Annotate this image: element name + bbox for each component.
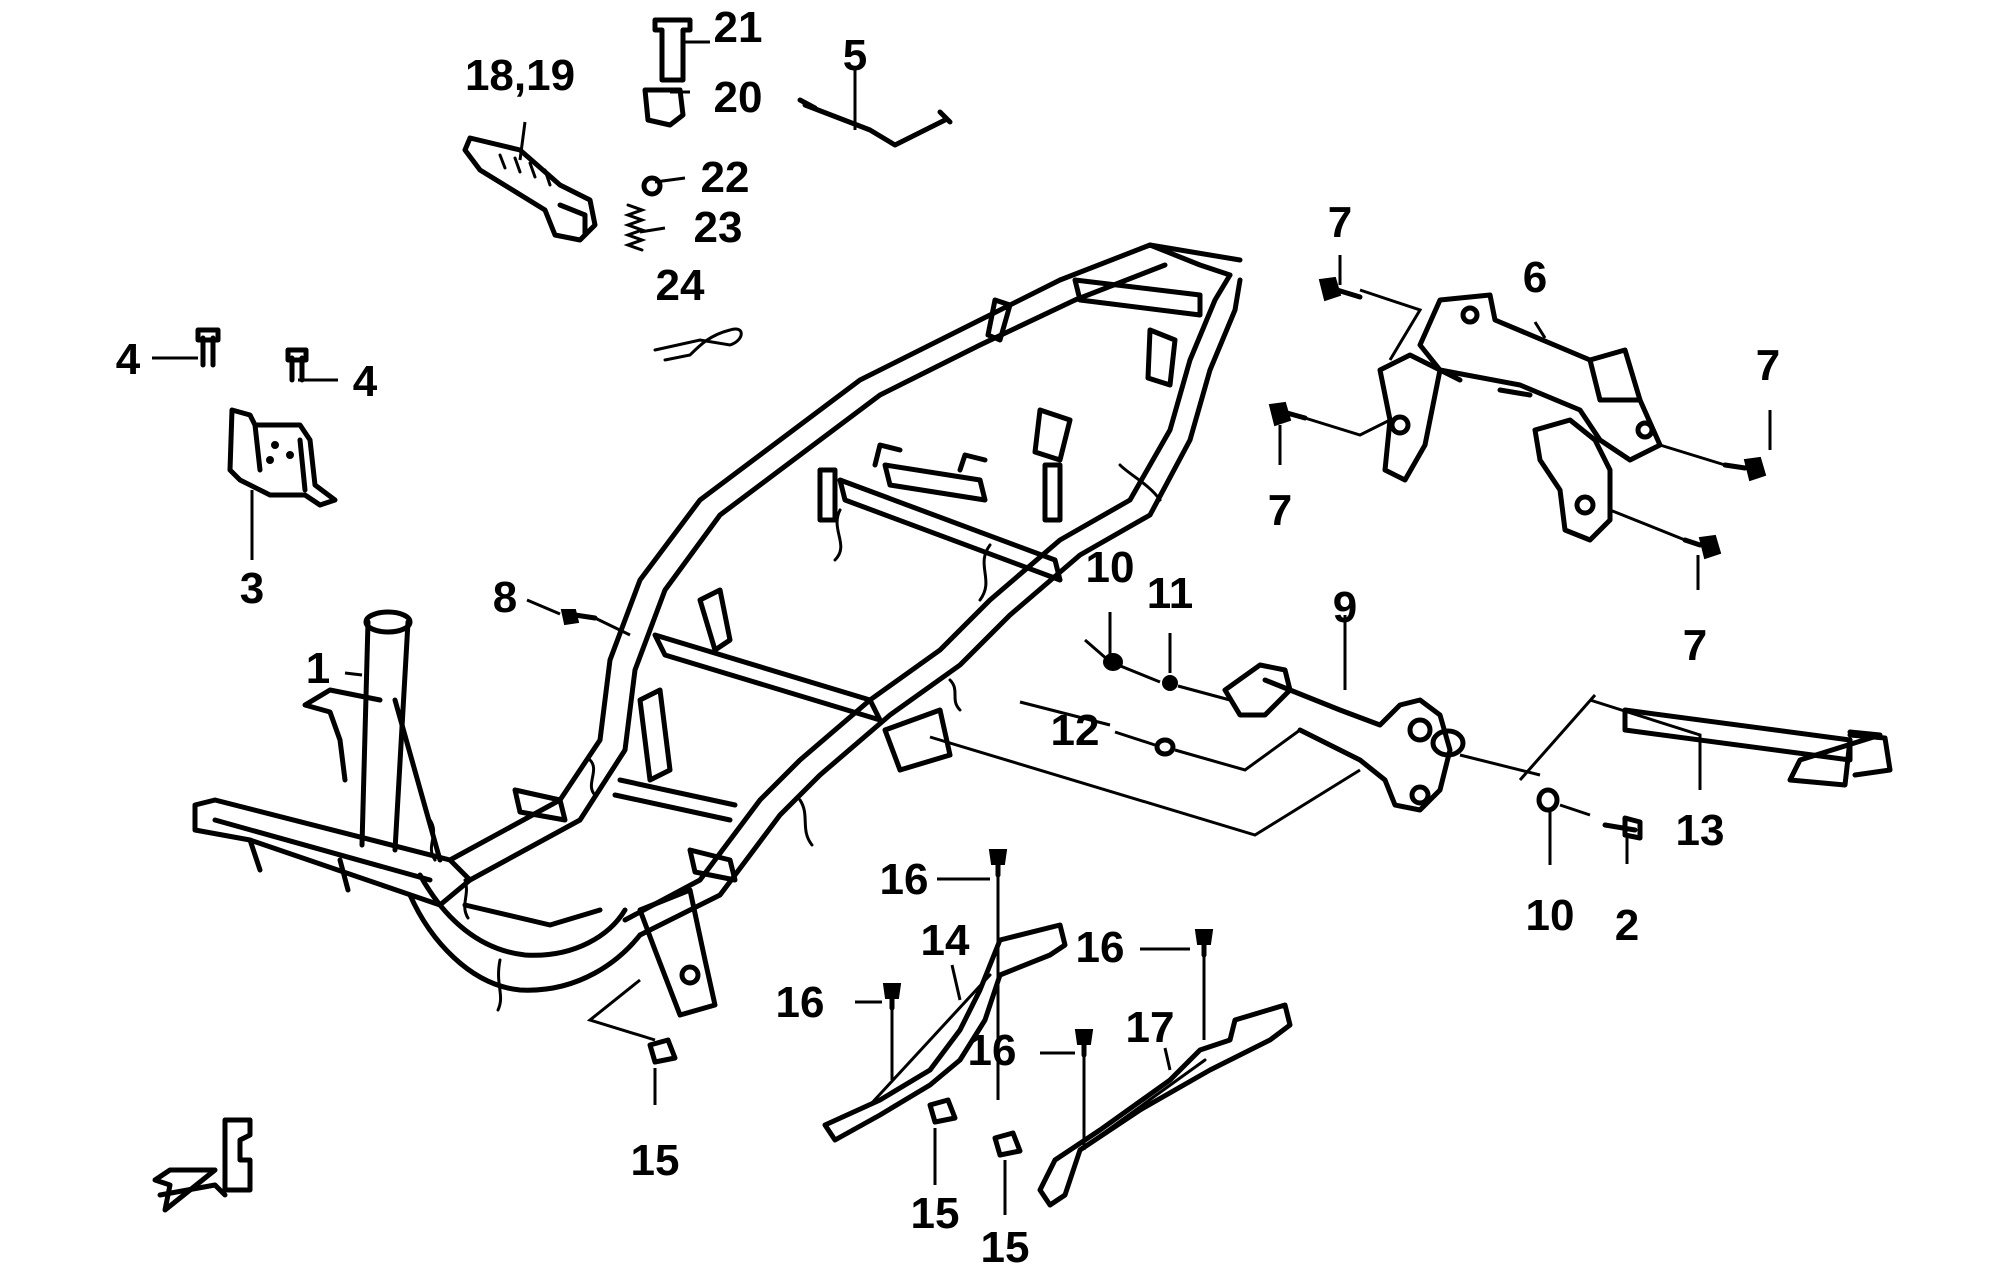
swing-arm-part-9 xyxy=(1222,662,1466,813)
callout-10b: 10 xyxy=(1526,891,1575,940)
leader-lines xyxy=(152,40,1772,1215)
footrest-part-18-19 xyxy=(462,135,598,243)
callout-15b: 15 xyxy=(911,1189,960,1238)
side-rail-part-14 xyxy=(822,922,1068,1143)
callout-23: 23 xyxy=(694,203,743,252)
callout-22: 22 xyxy=(701,153,750,202)
callout-7a: 7 xyxy=(1328,198,1352,247)
small-parts-22-23-24 xyxy=(623,175,743,362)
callout-15a: 15 xyxy=(631,1136,680,1185)
callout-1: 1 xyxy=(306,644,330,693)
callout-11: 11 xyxy=(1147,569,1194,618)
callout-7c: 7 xyxy=(1756,341,1780,390)
callout-16d: 16 xyxy=(968,1026,1017,1075)
engine-hanger-part-6 xyxy=(1377,292,1663,543)
callout-24: 24 xyxy=(656,261,705,310)
callout-17: 17 xyxy=(1126,1003,1175,1052)
bolts-part-7 xyxy=(1268,276,1767,560)
callout-18-19: 18,19 xyxy=(465,51,575,100)
fasteners-16-15 xyxy=(647,849,1214,1158)
bracket-part-3 xyxy=(195,327,338,508)
callout-20: 20 xyxy=(714,73,763,122)
callout-21: 21 xyxy=(714,3,763,52)
callout-5: 5 xyxy=(843,31,867,80)
side-rail-part-17 xyxy=(1037,1002,1293,1208)
callout-3: 3 xyxy=(240,564,264,613)
callout-16a: 16 xyxy=(880,855,929,904)
small-hardware xyxy=(560,609,1643,841)
callout-12: 12 xyxy=(1051,706,1100,755)
callout-4a: 4 xyxy=(116,335,141,384)
callout-7b: 7 xyxy=(1268,486,1292,535)
pin-parts-20-21 xyxy=(642,17,693,128)
callout-14: 14 xyxy=(921,916,970,965)
callout-16c: 16 xyxy=(776,978,825,1027)
callout-labels: 1 2 3 4 4 5 6 7 7 7 7 8 9 10 10 11 12 13… xyxy=(116,3,1780,1272)
callout-13: 13 xyxy=(1676,806,1725,855)
callout-8: 8 xyxy=(493,573,517,622)
callout-15c: 15 xyxy=(981,1223,1030,1272)
cable-part-5 xyxy=(797,97,953,148)
callout-6: 6 xyxy=(1523,253,1547,302)
callout-7d: 7 xyxy=(1683,621,1707,670)
callout-2: 2 xyxy=(1615,901,1639,950)
main-frame xyxy=(192,242,1243,1018)
callout-16b: 16 xyxy=(1076,923,1125,972)
bolt-part-13 xyxy=(1622,707,1893,788)
callout-10a: 10 xyxy=(1086,543,1135,592)
callout-4b: 4 xyxy=(353,357,378,406)
callout-9: 9 xyxy=(1333,583,1357,632)
front-direction-marker xyxy=(152,1117,253,1213)
